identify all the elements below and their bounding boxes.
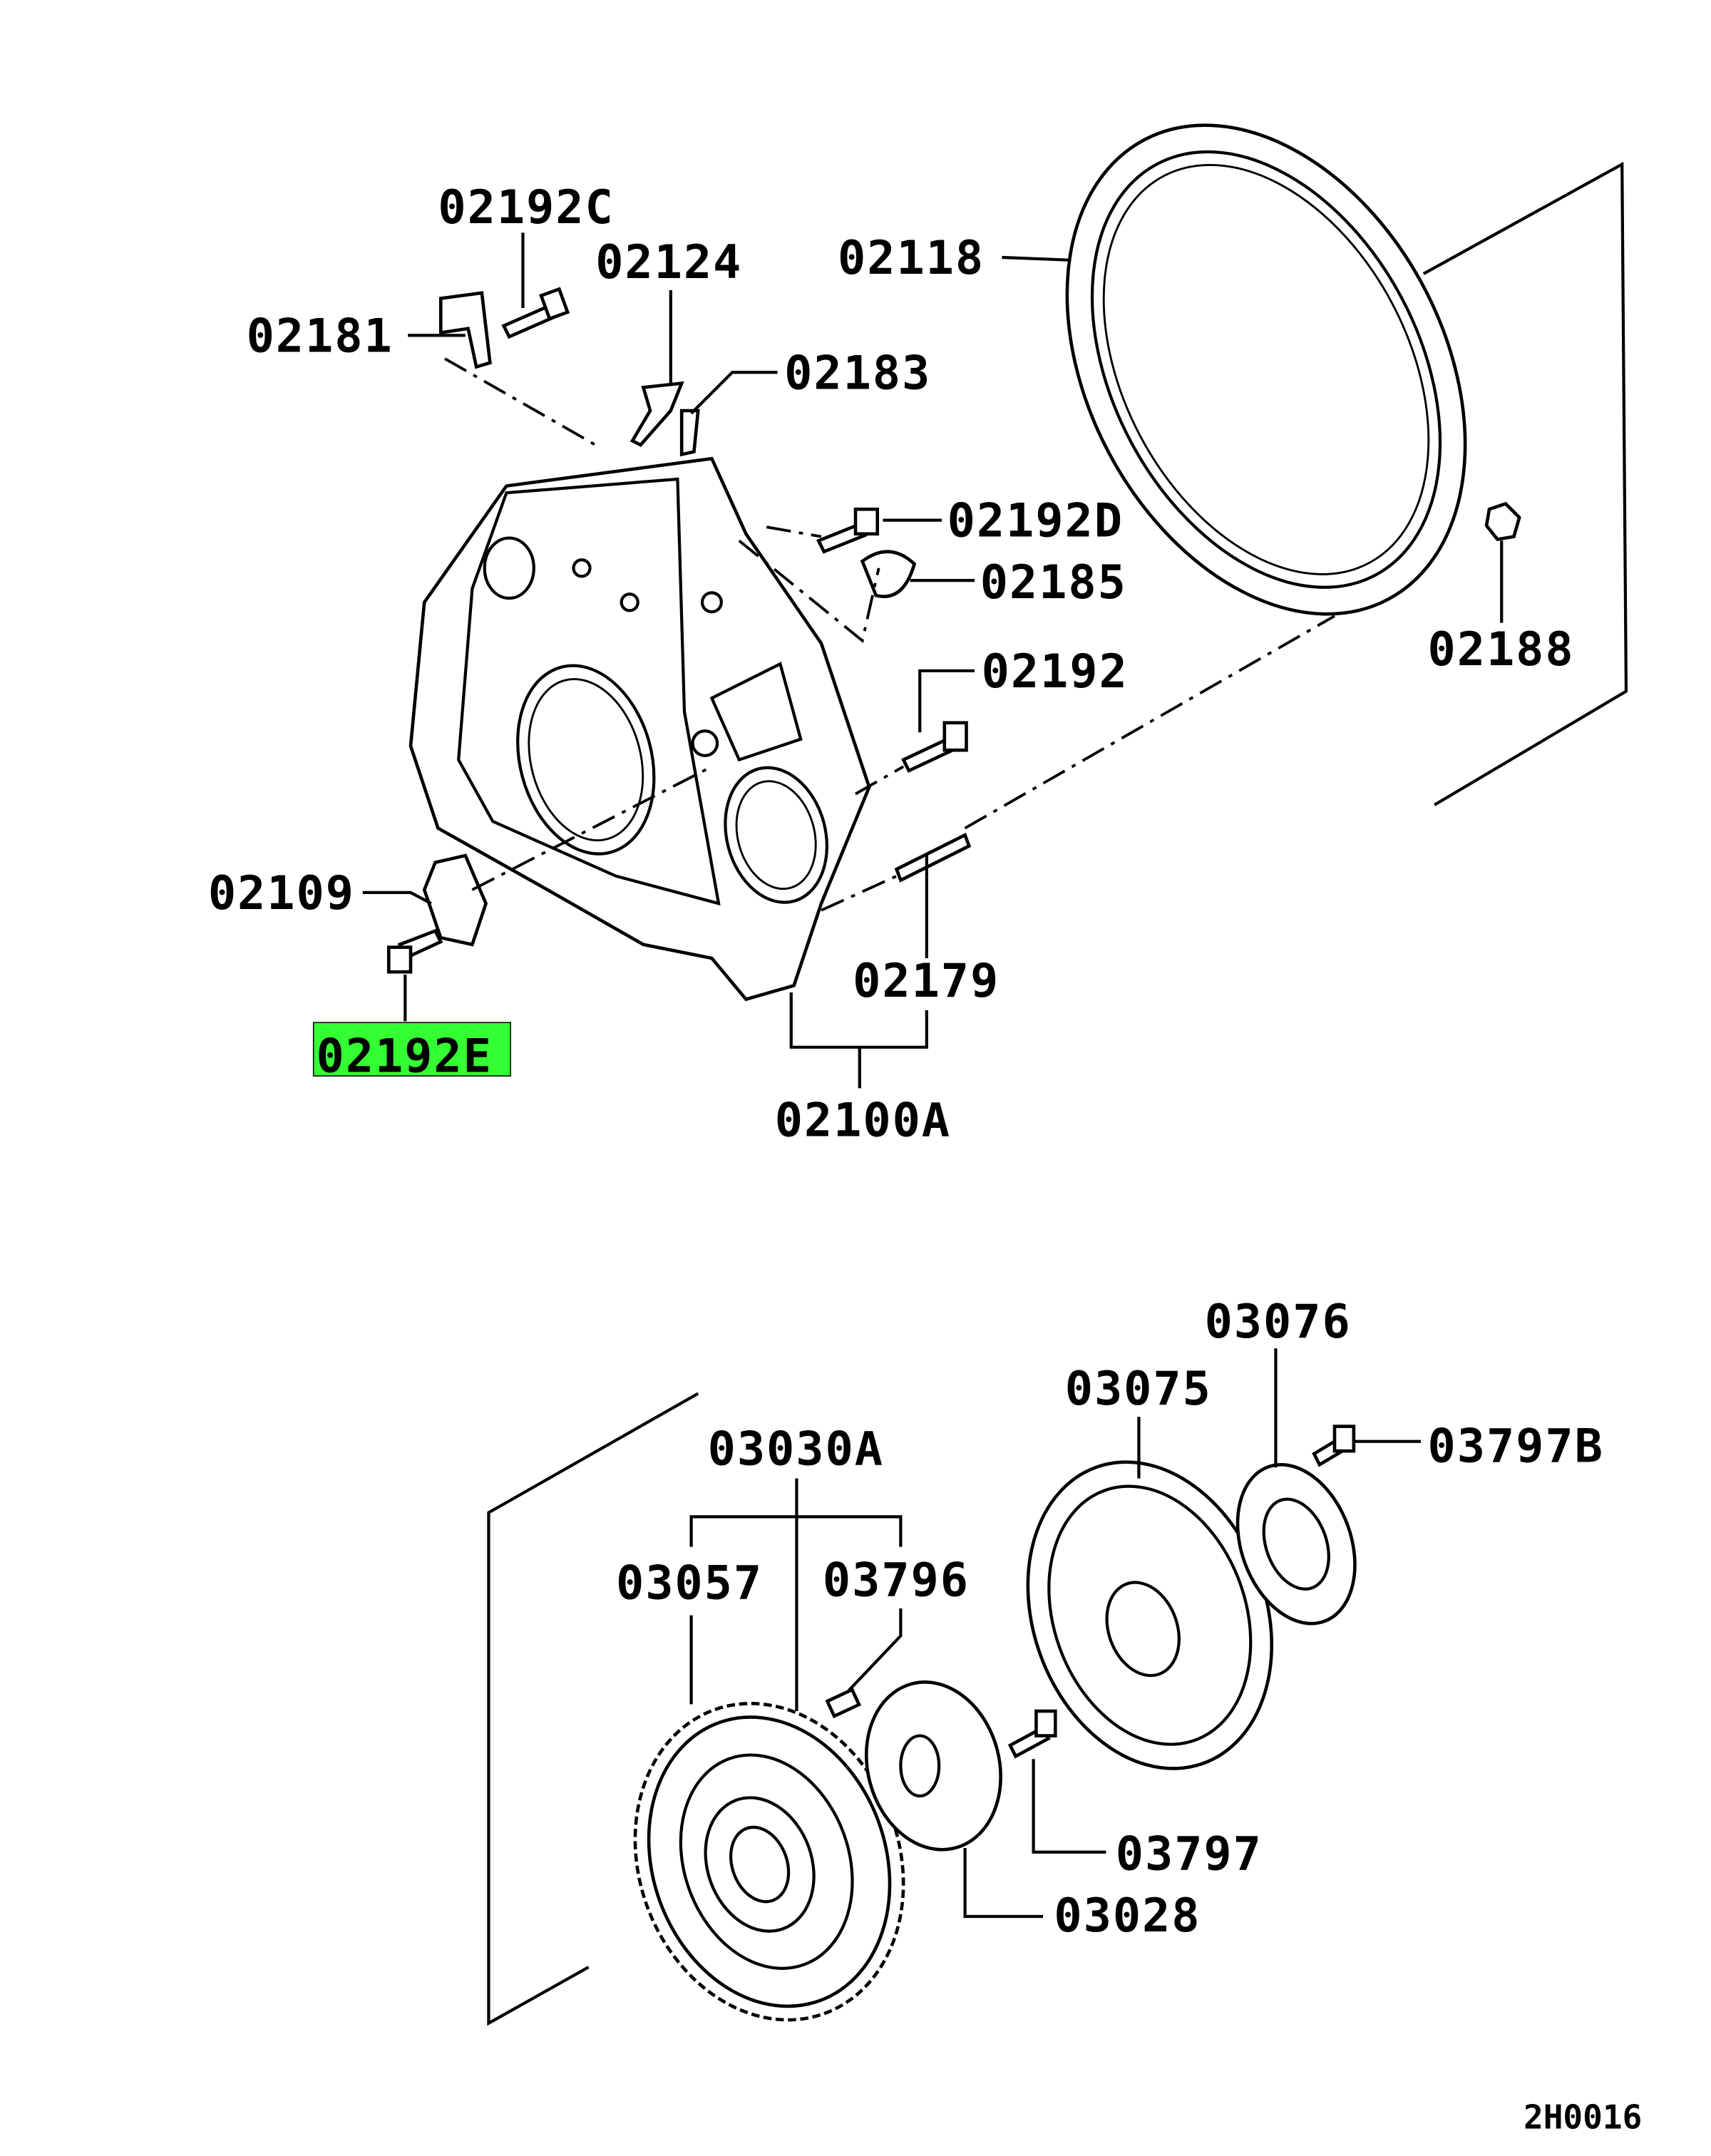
callout-03797B[interactable]: 03797B	[1428, 1420, 1604, 1474]
callout-02179[interactable]: 02179	[853, 954, 1000, 1008]
highlight-box	[312, 1022, 511, 1077]
callout-02124[interactable]: 02124	[595, 235, 742, 289]
callout-02192E[interactable]: 02192E	[317, 1029, 493, 1083]
callout-02192C[interactable]: 02192C	[438, 180, 614, 235]
callout-02192D[interactable]: 02192D	[947, 494, 1124, 548]
callout-02183[interactable]: 02183	[784, 346, 931, 400]
callout-02185[interactable]: 02185	[980, 555, 1127, 610]
callout-02100A[interactable]: 02100A	[775, 1094, 951, 1148]
callout-03075[interactable]: 03075	[1065, 1362, 1212, 1416]
callout-03057[interactable]: 03057	[616, 1556, 763, 1611]
callout-02192[interactable]: 02192	[982, 645, 1129, 699]
flywheel-housing-02100A	[409, 456, 871, 1002]
pin-03796	[825, 1687, 862, 1719]
fasteners	[386, 287, 1521, 974]
callout-03797[interactable]: 03797	[1116, 1827, 1263, 1882]
callout-02109[interactable]: 02109	[208, 866, 355, 920]
drive-plate-03075	[1026, 1460, 1274, 1770]
leader-lines-bottom	[689, 1348, 1421, 1919]
cover-plate-02109	[422, 853, 488, 947]
plate-03076	[1235, 1463, 1357, 1626]
callout-02188[interactable]: 02188	[1428, 622, 1575, 677]
callout-03076[interactable]: 03076	[1205, 1295, 1352, 1349]
callout-03030A[interactable]: 03030A	[708, 1422, 884, 1476]
leader-lines	[362, 232, 1504, 1089]
callout-03028[interactable]: 03028	[1054, 1889, 1201, 1943]
flywheel-03057	[633, 1702, 905, 2022]
callout-02118[interactable]: 02118	[838, 231, 985, 285]
adapter-03028	[864, 1680, 1002, 1852]
callout-02181[interactable]: 02181	[247, 309, 394, 363]
diagram-code: 2H0016	[1524, 2098, 1642, 2137]
callout-03796[interactable]: 03796	[823, 1554, 970, 1608]
housing-ring-02118	[1065, 123, 1467, 616]
